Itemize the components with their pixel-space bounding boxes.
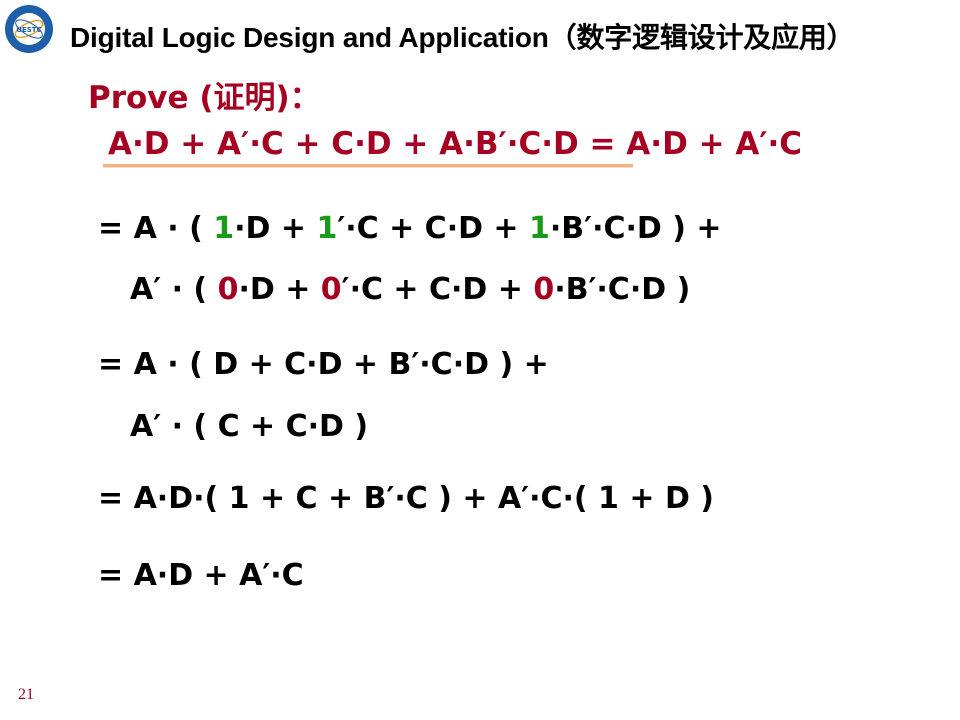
statement-equation: A·D + A′·C + C·D + A·B′·C·D = A·D + A′·C <box>108 126 803 162</box>
svg-text:UESTC: UESTC <box>16 26 41 34</box>
expression-text: A′ · ( <box>130 272 218 307</box>
expression-text: = A · ( D + C·D + B′·C·D ) + <box>98 347 549 382</box>
expression-text: ·D + <box>238 272 321 307</box>
page-number: 21 <box>18 686 34 703</box>
proof-step-5: = A·D·( 1 + C + B′·C ) + A′·C·( 1 + D ) <box>98 481 714 516</box>
expression-text: ′·C + C·D + <box>341 272 534 307</box>
university-logo: UESTC <box>4 4 54 54</box>
expression-text: ′·C + C·D + <box>337 211 530 246</box>
proof-step-6: = A·D + A′·C <box>98 558 304 593</box>
expression-text: = A·D·( 1 + C + B′·C ) + A′·C·( 1 + D ) <box>98 481 715 516</box>
proof-step-4: A′ · ( C + C·D ) <box>130 409 368 444</box>
substituted-value: 1 <box>316 211 338 246</box>
substituted-value: 1 <box>529 211 550 246</box>
statement-underline <box>103 164 633 168</box>
expression-text: = A·D + A′·C <box>98 558 304 593</box>
substituted-value: 0 <box>320 272 342 307</box>
expression-text: ·B′·C·D ) + <box>549 211 722 246</box>
slide-header-title: Digital Logic Design and Application（数字逻… <box>70 22 855 53</box>
substituted-value: 0 <box>533 272 555 307</box>
expression-text: ·B′·C·D ) <box>554 272 691 307</box>
expression-text: A′ · ( C + C·D ) <box>130 409 369 444</box>
expression-text: ·D + <box>234 211 317 246</box>
expression-text: = A · ( <box>98 211 214 246</box>
substituted-value: 1 <box>213 211 235 246</box>
substituted-value: 0 <box>217 272 239 307</box>
proof-step-1: = A · ( 1·D + 1′·C + C·D + 1·B′·C·D ) + <box>98 211 722 246</box>
proof-step-3: = A · ( D + C·D + B′·C·D ) + <box>98 347 549 382</box>
prove-heading: Prove (证明)： <box>88 80 321 116</box>
proof-step-2: A′ · ( 0·D + 0′·C + C·D + 0·B′·C·D ) <box>130 272 690 307</box>
